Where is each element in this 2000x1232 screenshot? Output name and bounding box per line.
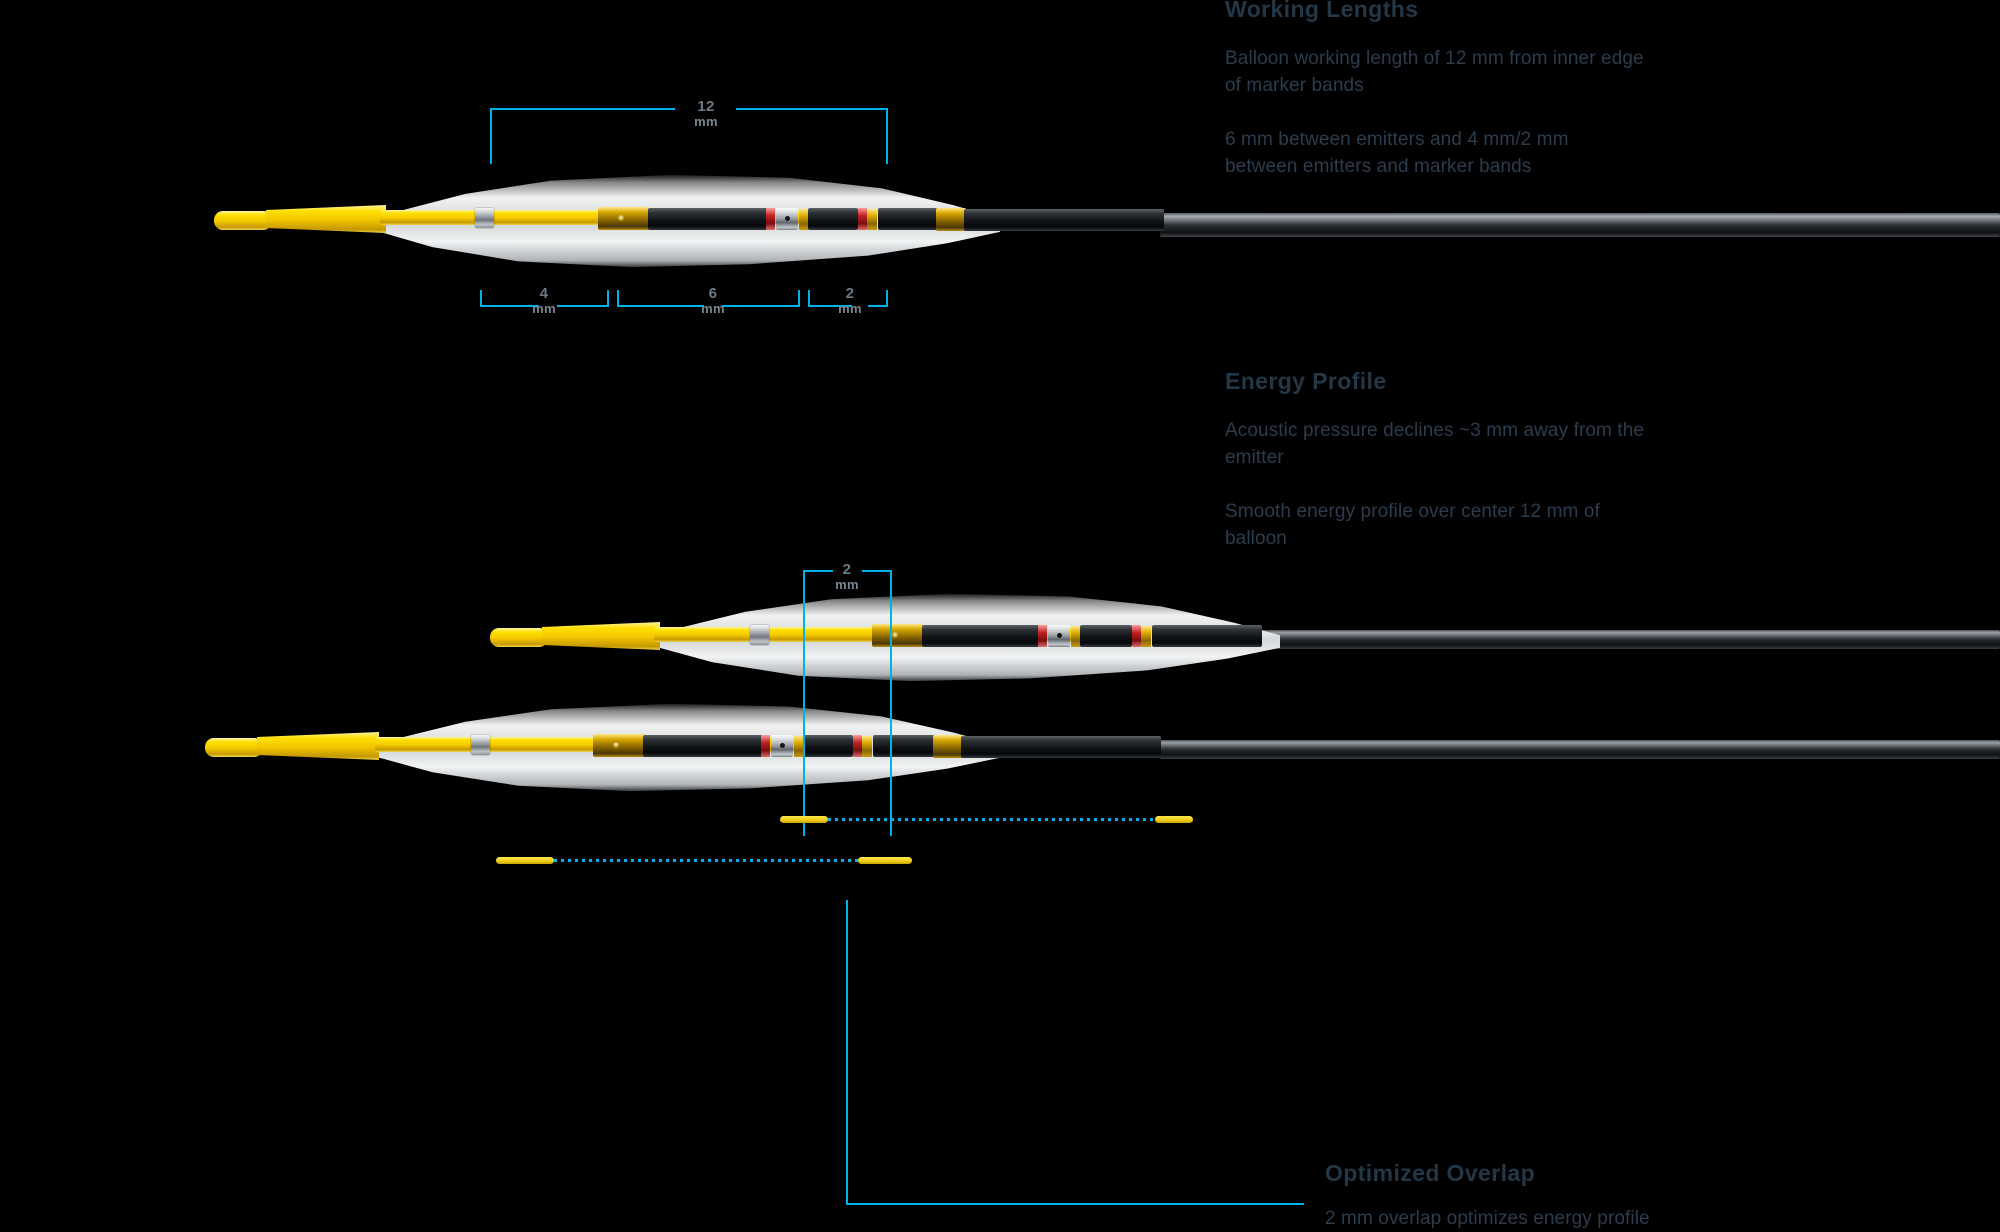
dim-4mm-unit: mm [532,301,556,316]
top-catheter-assembly [200,165,2000,275]
dim-overlap-value: 2 [842,561,852,578]
emitter-collar-1 [1071,626,1081,647]
outer-shaft [1160,740,2000,759]
insulation-segment-1 [922,625,1040,647]
tip-transition [542,622,660,650]
insulation-segment-3 [878,208,938,230]
overlap-segment-start [496,857,554,864]
panel-working-lengths: Working Lengths Balloon working length o… [1225,0,1645,180]
emitter-mid [776,208,798,230]
emitter-distal [872,624,924,647]
panel-optimized-overlap-paragraph-1: 2 mm overlap optimizes energy profile [1325,1208,1650,1229]
emitter-collar-1 [799,209,809,230]
panel-working-lengths-paragraph-2: 6 mm between emitters and 4 mm/2 mm betw… [1225,129,1569,177]
emitter-distal [593,734,645,757]
panel-energy-profile-paragraph-2: Smooth energy profile over center 12 mm … [1225,501,1600,549]
overlap-dotted-span [828,818,1158,821]
dim-2mm-unit: mm [838,301,862,316]
emitter-port-icon [780,742,786,748]
marker-stripe-1 [766,208,775,230]
panel-energy-profile-paragraph-1: Acoustic pressure declines ~3 mm away fr… [1225,420,1645,468]
dim-12mm-unit: mm [694,114,718,129]
guide-tip [205,738,263,757]
insulation-segment-2 [803,735,853,757]
outer-shaft [1160,213,2000,237]
overlap-indicator-lower [490,857,930,867]
marker-stripe-1 [761,735,770,757]
insulation-segment-3 [873,735,935,757]
dim-12mm-value: 12 [697,98,715,115]
overlap-segment-end [858,857,912,864]
dim-6mm-unit: mm [701,301,725,316]
panel-optimized-overlap-heading: Optimized Overlap [1325,1160,1536,1186]
dim-6mm-value: 6 [708,285,718,302]
bottom-catheter-assembly [195,690,2000,800]
tip-transition [257,732,379,760]
marker-band-distal [750,625,769,645]
marker-stripe-2 [1132,625,1141,647]
insulation-segment-2 [808,208,858,230]
emitter-mid [771,735,793,757]
insulation-segment-4 [961,736,1161,758]
marker-stripe-1 [1038,625,1047,647]
dim-2mm-value: 2 [845,285,855,302]
emitter-mid [1048,625,1070,647]
overlap-segment-end [1155,816,1193,823]
insulation-segment-1 [648,208,768,230]
insulation-segment-1 [643,735,763,757]
insulation-segment-4 [964,209,1164,231]
weld-dot-icon [891,630,898,638]
emitter-distal [598,207,650,230]
weld-dot-icon [612,740,619,748]
emitter-collar-2 [862,736,872,757]
outer-shaft [1260,630,2000,649]
dim-4mm-value: 4 [539,285,549,302]
weld-dot-icon [617,213,624,221]
emitter-collar-2 [1141,626,1151,647]
dim-overlap-unit: mm [835,577,859,592]
guide-tip [490,628,548,647]
marker-stripe-2 [853,735,862,757]
overlap-segment-start [780,816,828,823]
middle-catheter-assembly [480,580,2000,690]
overlap-dotted-span [554,859,860,862]
panel-energy-profile: Energy Profile Acoustic pressure decline… [1225,368,1645,552]
emitter-proximal [936,208,966,231]
emitter-port-icon [785,215,791,221]
insulation-segment-2 [1080,625,1132,647]
emitter-collar-1 [794,736,804,757]
tip-transition [266,205,386,233]
panel-energy-profile-heading: Energy Profile [1225,368,1387,394]
guide-tip [214,211,272,230]
emitter-proximal [933,735,963,758]
marker-band-distal [471,735,490,755]
panel-working-lengths-heading: Working Lengths [1225,0,1419,22]
emitter-collar-2 [867,209,877,230]
insulation-segment-3 [1152,625,1262,647]
panel-working-lengths-paragraph-1: Balloon working length of 12 mm from inn… [1225,48,1644,96]
marker-stripe-2 [858,208,867,230]
marker-band-distal [475,208,494,228]
emitter-port-icon [1057,632,1063,638]
overlap-indicator-upper [770,816,1210,826]
panel-optimized-overlap: Optimized Overlap 2 mm overlap optimizes… [1325,1160,1650,1232]
